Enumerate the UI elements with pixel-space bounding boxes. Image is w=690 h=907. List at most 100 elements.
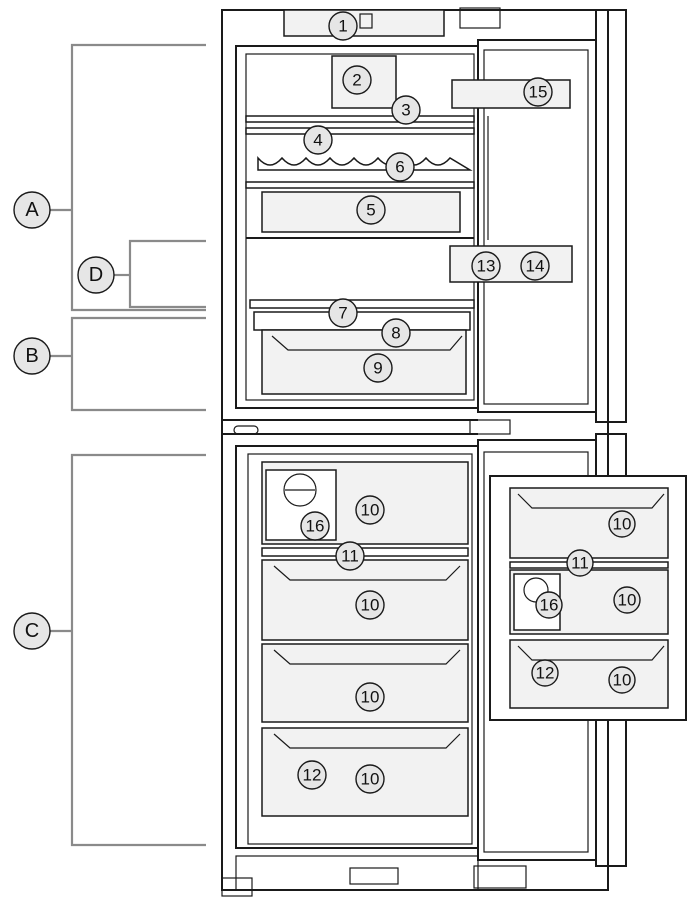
divider-handle <box>233 425 259 435</box>
zone-label-d-circle <box>77 256 115 294</box>
callout-2-circle <box>342 65 372 95</box>
inset-callout-11-text: 11 <box>571 554 589 573</box>
fridge-inner-wall <box>245 53 475 401</box>
inset-callout-12-text: 12 <box>536 664 555 683</box>
callout-10-drawer-3-circle <box>355 682 385 712</box>
door-rack-bottom <box>449 245 573 283</box>
callout-6: 6 <box>385 152 415 182</box>
callout-10-drawer-3: 10 <box>355 682 385 712</box>
door-hinge-top <box>459 7 501 29</box>
callout-7-text: 7 <box>338 304 347 323</box>
zone-label-d-text: D <box>89 264 103 286</box>
control-display <box>359 13 373 29</box>
callout-4-text: 4 <box>313 131 322 150</box>
callout-13: 13 <box>471 251 501 281</box>
freezer-drawer-2-edge <box>273 565 461 581</box>
callout-10-drawer-2: 10 <box>355 590 385 620</box>
crisper-drawer-edge <box>271 335 463 351</box>
callout-8: 8 <box>381 318 411 348</box>
callout-12-text: 12 <box>303 766 322 785</box>
zone-label-d: D <box>77 256 115 294</box>
callout-7: 7 <box>328 298 358 328</box>
callout-10-drawer-4-circle <box>355 764 385 794</box>
inset-callout-10-a: 10 <box>608 510 636 538</box>
callout-10-drawer-1-circle <box>355 495 385 525</box>
callout-14: 14 <box>520 251 550 281</box>
inset-callout-10-b-text: 10 <box>618 591 637 610</box>
callout-10-drawer-3-text: 10 <box>361 688 380 707</box>
callout-14-text: 14 <box>526 257 545 276</box>
inset-callout-16-text: 16 <box>540 596 559 615</box>
foot-left <box>221 877 253 897</box>
callout-10-drawer-2-circle <box>355 590 385 620</box>
callout-9-text: 9 <box>373 359 382 378</box>
callout-5: 5 <box>356 195 386 225</box>
callout-3-text: 3 <box>401 101 410 120</box>
callout-11: 11 <box>335 541 365 571</box>
callout-4-circle <box>303 125 333 155</box>
freezer-shelf <box>261 547 469 557</box>
callout-3: 3 <box>391 95 421 125</box>
callout-13-text: 13 <box>477 257 496 276</box>
callout-5-text: 5 <box>366 201 375 220</box>
ice-tray-dial <box>283 473 317 507</box>
inset-callout-12-circle <box>531 659 559 687</box>
storage-box <box>261 191 461 233</box>
callout-2-text: 2 <box>352 71 361 90</box>
door-hinge-bottom <box>473 865 527 889</box>
inset-callout-10-a-circle <box>608 510 636 538</box>
inset-callout-10-a-text: 10 <box>613 515 632 534</box>
fridge-door <box>449 7 627 435</box>
callout-14-circle <box>520 251 550 281</box>
callout-1-circle <box>328 11 358 41</box>
callout-1-text: 1 <box>338 17 347 36</box>
zone-label-a-text: A <box>25 199 39 221</box>
crisper-cover <box>253 311 471 331</box>
cabinet-body <box>221 9 609 897</box>
zone-label-c: C <box>13 612 51 650</box>
crisper-drawer <box>261 329 467 395</box>
freezer-compartment <box>235 445 479 849</box>
shelf-second <box>245 127 475 135</box>
zone-label-b-circle <box>13 337 51 375</box>
shelf-third <box>245 181 475 189</box>
zone-label-b: B <box>13 337 51 375</box>
zone-brackets <box>50 43 206 847</box>
inset-callout-10-b: 10 <box>613 586 641 614</box>
callout-16: 16 <box>300 511 330 541</box>
bottle-rack <box>257 155 473 171</box>
glass-shelf <box>249 299 475 309</box>
freezer-inner-wall <box>247 453 473 845</box>
fridge-compartment <box>235 45 479 409</box>
detail-inset <box>489 475 687 721</box>
zone-label-a-circle <box>13 191 51 229</box>
callout-3-circle <box>391 95 421 125</box>
door-hinge-middle <box>469 419 511 435</box>
callout-15-text: 15 <box>529 83 548 102</box>
callout-6-circle <box>385 152 415 182</box>
shelf-top <box>245 115 475 123</box>
callout-8-circle <box>381 318 411 348</box>
callout-12-circle <box>297 760 327 790</box>
callout-13-circle <box>471 251 501 281</box>
bracket-a <box>70 43 206 312</box>
callout-16-text: 16 <box>306 517 325 536</box>
inset-callout-11: 11 <box>566 549 594 577</box>
bracket-c <box>70 453 206 847</box>
inset-callout-16: 16 <box>535 591 563 619</box>
control-panel <box>283 9 445 37</box>
callout-10-drawer-2-text: 10 <box>361 596 380 615</box>
callout-10-drawer-1-text: 10 <box>361 501 380 520</box>
inset-callout-11-circle <box>566 549 594 577</box>
callout-6-text: 6 <box>395 158 404 177</box>
callout-4: 4 <box>303 125 333 155</box>
inset-callout-10-b-circle <box>613 586 641 614</box>
callout-11-circle <box>335 541 365 571</box>
callout-15: 15 <box>523 77 553 107</box>
inset-callout-12: 12 <box>531 659 559 687</box>
callout-9-circle <box>363 353 393 383</box>
bracket-d <box>128 239 206 309</box>
inset-drawer-3-edge <box>517 645 665 661</box>
callout-11-text: 11 <box>341 547 359 566</box>
